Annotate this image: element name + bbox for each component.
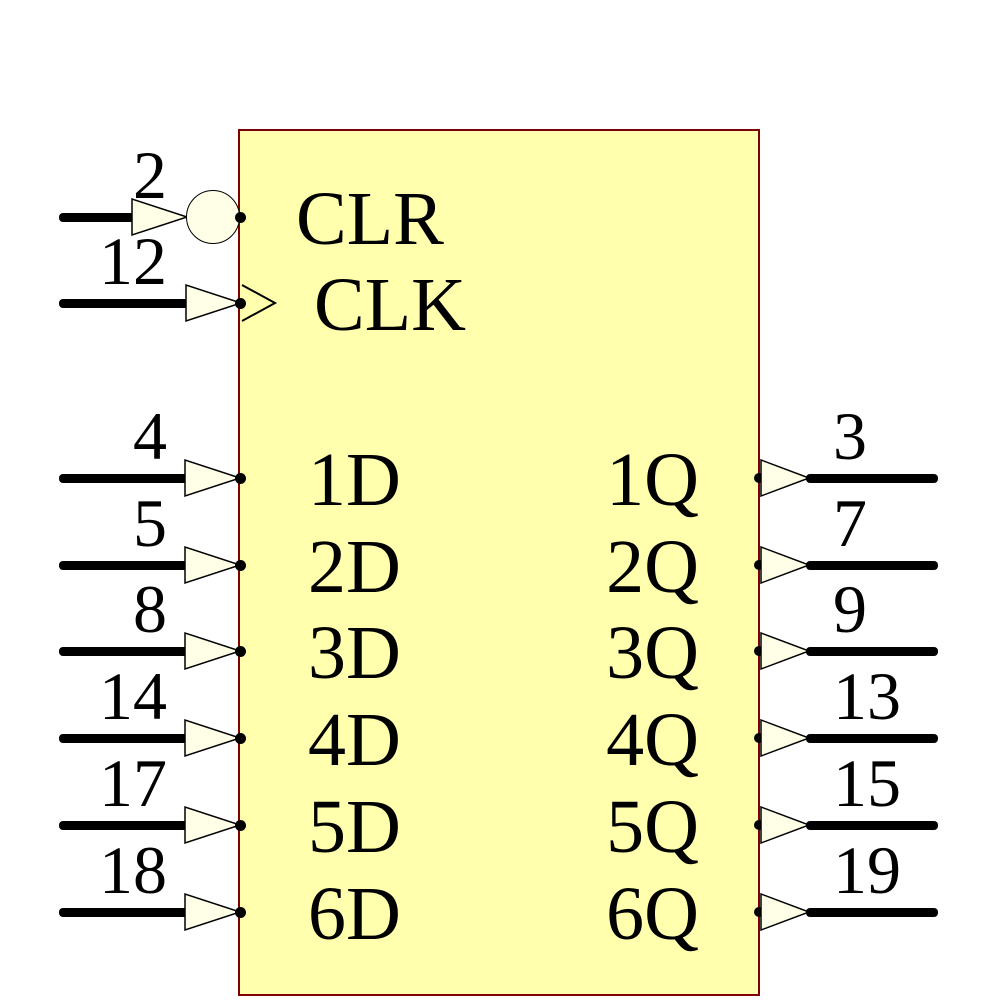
pin-label: 6Q	[606, 872, 699, 956]
pin-arrow-icon	[760, 458, 812, 498]
pin-label: 3D	[308, 611, 401, 695]
pin-number: 14	[99, 658, 167, 734]
pin-wire	[806, 734, 938, 743]
pin-junction-dot	[754, 473, 764, 483]
pin-arrow-icon	[760, 545, 812, 585]
pin-label: 4Q	[606, 698, 699, 782]
pin-junction-dot	[754, 820, 764, 830]
pin-wire	[59, 213, 138, 222]
pin-label: 1Q	[606, 438, 699, 522]
pin-label: 4D	[308, 698, 401, 782]
pin-number: 7	[833, 485, 867, 561]
pin-wire	[59, 561, 188, 570]
pin-junction-dot	[234, 211, 246, 223]
pin-wire	[59, 734, 188, 743]
pin-label: 2Q	[606, 525, 699, 609]
pin-number: 15	[833, 745, 901, 821]
pin-junction-dot	[234, 559, 246, 571]
clock-edge-icon	[241, 284, 278, 322]
pin-label: CLK	[314, 263, 466, 347]
pin-junction-dot	[754, 560, 764, 570]
pin-junction-dot	[754, 733, 764, 743]
pin-wire	[806, 647, 938, 656]
pin-number: 3	[833, 398, 867, 474]
pin-junction-dot	[234, 645, 246, 657]
pin-number: 4	[133, 398, 167, 474]
pin-arrow-icon	[184, 718, 243, 758]
inversion-bubble-icon	[186, 190, 240, 244]
pin-arrow-icon	[184, 892, 243, 932]
pin-junction-dot	[234, 906, 246, 918]
pin-wire	[806, 561, 938, 570]
pin-arrow-icon	[185, 283, 244, 323]
pin-junction-dot	[234, 819, 246, 831]
pin-label: 6D	[308, 872, 401, 956]
pin-wire	[59, 908, 188, 917]
pin-junction-dot	[754, 646, 764, 656]
pin-arrow-icon	[184, 545, 243, 585]
pin-junction-dot	[234, 297, 246, 309]
pin-number: 8	[133, 571, 167, 647]
pin-number: 13	[833, 658, 901, 734]
ic-body	[238, 129, 760, 996]
pin-label: 3Q	[606, 611, 699, 695]
pin-arrow-icon	[760, 631, 812, 671]
pin-number: 5	[133, 485, 167, 561]
pin-label: 5Q	[606, 785, 699, 869]
pin-arrow-icon	[184, 805, 243, 845]
pin-arrow-icon	[760, 805, 812, 845]
pin-wire	[59, 647, 188, 656]
pin-arrow-icon	[760, 892, 812, 932]
pin-number: 19	[833, 832, 901, 908]
pin-label: 1D	[308, 438, 401, 522]
pin-wire	[806, 474, 938, 483]
pin-label: CLR	[296, 177, 444, 261]
pin-junction-dot	[234, 472, 246, 484]
pin-number: 17	[99, 745, 167, 821]
pin-wire	[806, 908, 938, 917]
pin-junction-dot	[234, 732, 246, 744]
pin-number: 9	[833, 571, 867, 647]
pin-arrow-icon	[184, 458, 243, 498]
pin-number: 18	[99, 832, 167, 908]
pin-arrow-icon	[131, 197, 190, 237]
pin-number: 2	[133, 137, 167, 213]
pin-wire	[59, 821, 188, 830]
pin-junction-dot	[754, 907, 764, 917]
pin-label: 2D	[308, 525, 401, 609]
pin-arrow-icon	[760, 718, 812, 758]
pin-wire	[59, 474, 188, 483]
pin-number: 12	[99, 223, 167, 299]
pin-label: 5D	[308, 785, 401, 869]
pin-wire	[806, 821, 938, 830]
pin-wire	[59, 299, 189, 308]
pin-arrow-icon	[184, 631, 243, 671]
